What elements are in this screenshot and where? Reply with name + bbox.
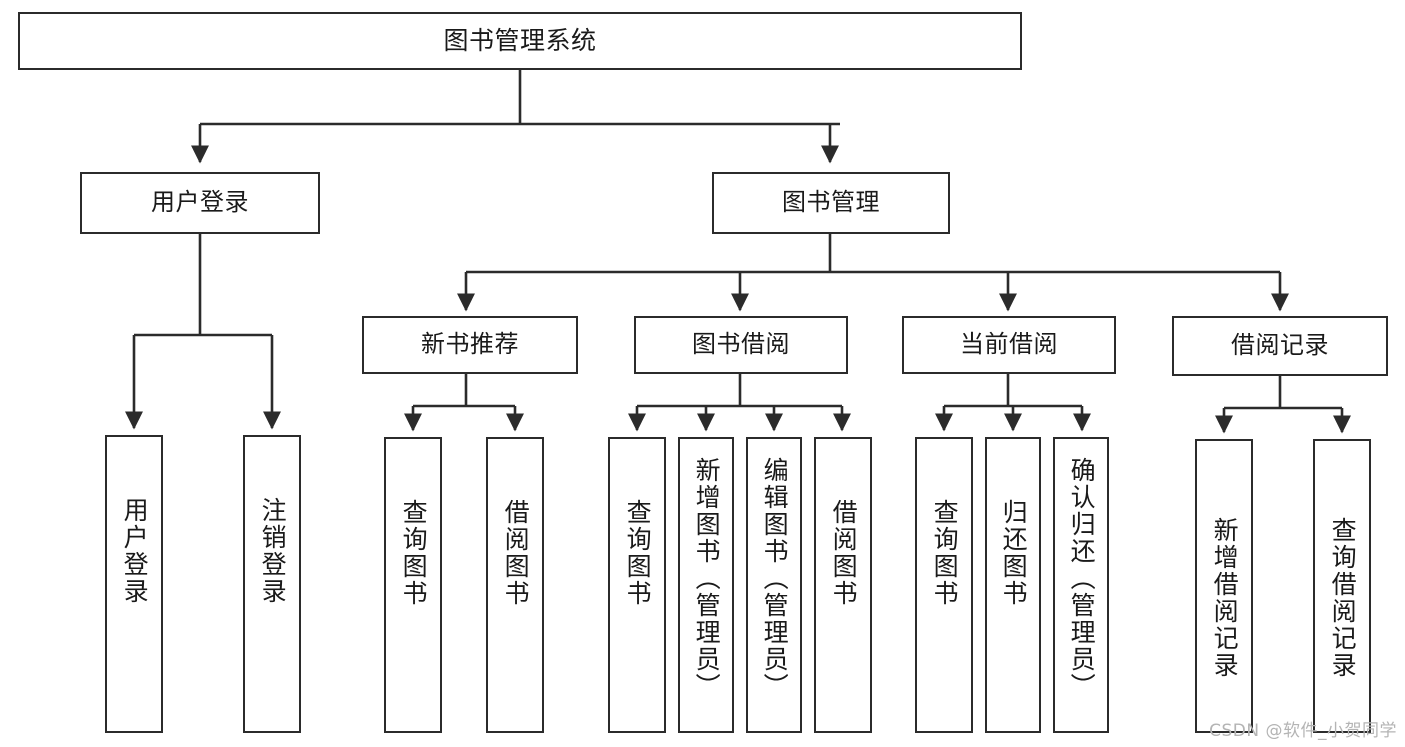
leaf-current-query-book[interactable]: 查询图书 bbox=[915, 437, 973, 733]
node-label: 图书借阅 bbox=[692, 330, 790, 359]
node-label: 查询借阅记录 bbox=[1328, 517, 1358, 679]
leaf-borrow-borrow-book[interactable]: 借阅图书 bbox=[814, 437, 872, 733]
leaf-new-book-borrow[interactable]: 借阅图书 bbox=[486, 437, 544, 733]
watermark-text: CSDN @软件_小贺同学 bbox=[1209, 721, 1397, 741]
node-book-borrow[interactable]: 图书借阅 bbox=[634, 316, 848, 374]
node-label: 新增图书（管理员） bbox=[692, 457, 722, 700]
node-label: 图书管理系统 bbox=[443, 25, 597, 55]
node-label: 新书推荐 bbox=[421, 330, 519, 359]
node-current-borrow[interactable]: 当前借阅 bbox=[902, 316, 1116, 374]
node-new-book-recommend[interactable]: 新书推荐 bbox=[362, 316, 578, 374]
node-label: 当前借阅 bbox=[960, 330, 1058, 359]
leaf-borrow-query-book[interactable]: 查询图书 bbox=[608, 437, 666, 733]
node-label: 借阅图书 bbox=[501, 499, 531, 607]
node-label: 查询图书 bbox=[930, 499, 960, 607]
leaf-current-return-book[interactable]: 归还图书 bbox=[985, 437, 1041, 733]
node-label: 新增借阅记录 bbox=[1210, 517, 1240, 679]
node-label: 注销登录 bbox=[258, 497, 288, 605]
leaf-record-query-record[interactable]: 查询借阅记录 bbox=[1313, 439, 1371, 733]
node-label: 确认归还（管理员） bbox=[1067, 457, 1097, 700]
node-label: 图书管理 bbox=[782, 188, 880, 217]
leaf-current-confirm-return-admin[interactable]: 确认归还（管理员） bbox=[1053, 437, 1109, 733]
leaf-new-book-query[interactable]: 查询图书 bbox=[384, 437, 442, 733]
leaf-user-login-logout[interactable]: 注销登录 bbox=[243, 435, 301, 733]
leaf-user-login-login[interactable]: 用户登录 bbox=[105, 435, 163, 733]
node-label: 借阅记录 bbox=[1231, 331, 1329, 360]
node-label: 借阅图书 bbox=[829, 499, 859, 607]
node-label: 用户登录 bbox=[120, 497, 150, 605]
node-root-system[interactable]: 图书管理系统 bbox=[18, 12, 1022, 70]
node-label: 查询图书 bbox=[623, 499, 653, 607]
node-label: 归还图书 bbox=[999, 499, 1029, 607]
node-label: 查询图书 bbox=[399, 499, 429, 607]
node-book-management[interactable]: 图书管理 bbox=[712, 172, 950, 234]
node-label: 用户登录 bbox=[151, 188, 249, 217]
node-user-login[interactable]: 用户登录 bbox=[80, 172, 320, 234]
leaf-borrow-add-book-admin[interactable]: 新增图书（管理员） bbox=[678, 437, 734, 733]
node-borrow-record[interactable]: 借阅记录 bbox=[1172, 316, 1388, 376]
node-label: 编辑图书（管理员） bbox=[760, 457, 790, 700]
leaf-record-add-record[interactable]: 新增借阅记录 bbox=[1195, 439, 1253, 733]
leaf-borrow-edit-book-admin[interactable]: 编辑图书（管理员） bbox=[746, 437, 802, 733]
